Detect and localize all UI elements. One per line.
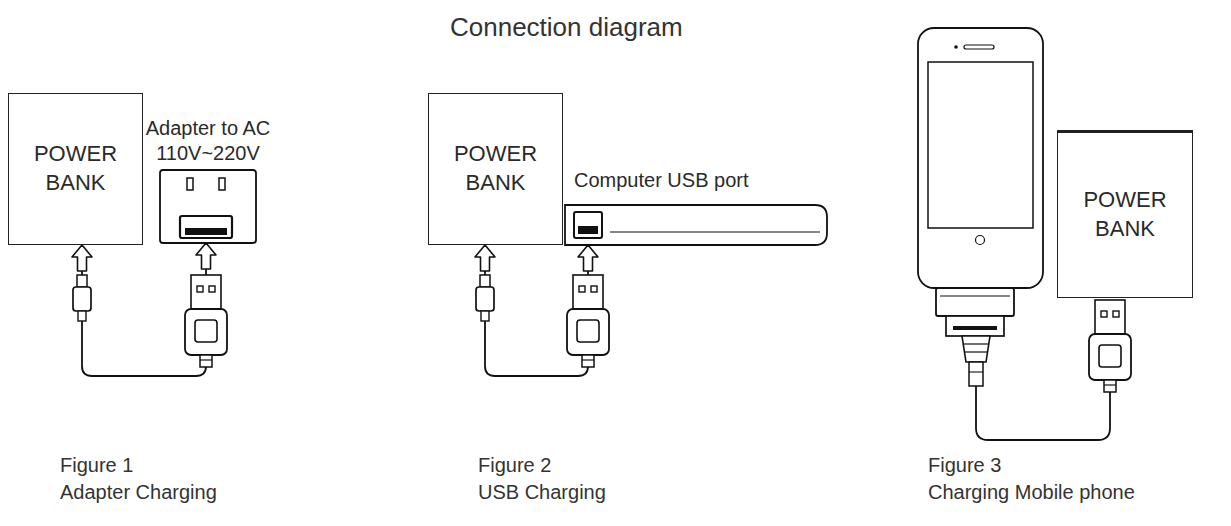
power-bank-box: POWER BANK (8, 93, 143, 245)
dock-connector (936, 288, 1014, 386)
usb-plug (567, 275, 609, 367)
micro-usb-plug (73, 275, 91, 321)
figure-number: Figure 3 (928, 453, 1001, 477)
usb-plug (185, 275, 227, 367)
figure-caption: Charging Mobile phone (928, 480, 1135, 504)
micro-usb-plug (476, 275, 494, 321)
computer-body (565, 205, 827, 245)
figure-number: Figure 1 (60, 453, 133, 477)
diagram-title: Connection diagram (450, 12, 683, 43)
adapter-label-box: Adapter to AC 110V~220V (127, 116, 289, 243)
computer-label-box: Computer USB port (564, 168, 828, 245)
phone-cable (976, 385, 1110, 440)
power-bank-box: POWER BANK (1057, 130, 1193, 298)
figure-caption: USB Charging (478, 480, 606, 504)
box-label: POWER BANK (454, 140, 538, 197)
box-label: POWER BANK (34, 140, 118, 197)
device-label: Computer USB port (574, 168, 828, 193)
device-label: Adapter to AC 110V~220V (127, 116, 289, 166)
box-label: POWER BANK (1083, 186, 1167, 243)
power-bank-box: POWER BANK (428, 93, 563, 245)
mobile-phone (918, 28, 1043, 288)
adapter-body (160, 170, 256, 243)
figure-caption: Adapter Charging (60, 480, 217, 504)
figure-number: Figure 2 (478, 453, 551, 477)
usb-plug (1089, 300, 1131, 392)
